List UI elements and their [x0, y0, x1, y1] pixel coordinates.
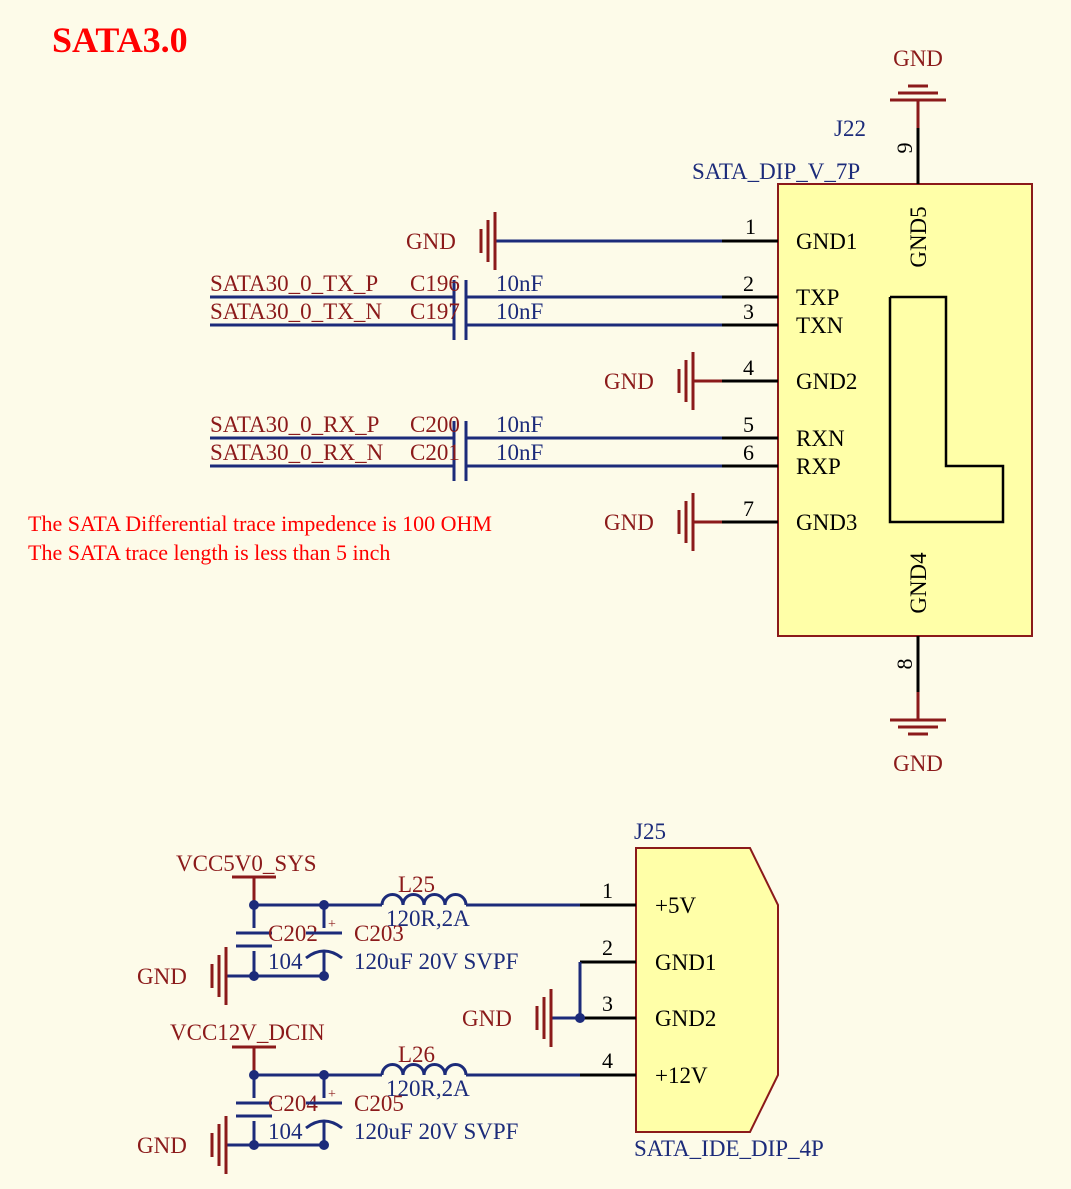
- gnd-label-pin4: GND: [604, 369, 654, 394]
- svg-text:+: +: [328, 1087, 336, 1102]
- j22-pin3-num: 3: [743, 299, 754, 324]
- note-impedance: The SATA Differential trace impedence is…: [28, 511, 492, 536]
- inductor-l25: [380, 893, 468, 906]
- j22-pin1-num: 1: [745, 214, 756, 239]
- j25-body: [635, 847, 779, 1133]
- rail-12v: VCC12V_DCIN L26 120R,2A C204 104 + C205 …: [170, 1020, 580, 1150]
- j22-pin8-num: 8: [892, 659, 917, 670]
- rail-5v: VCC5V0_SYS L25 120R,2A C202 104 + C203 1…: [176, 851, 580, 981]
- cap-value-c197: 10nF: [496, 299, 543, 324]
- gnd-symbol-pin1: GND: [406, 212, 722, 270]
- gnd-label-j22-top: GND: [893, 46, 943, 71]
- j22-pin5-num: 5: [743, 412, 754, 437]
- j22-designator: J22: [834, 116, 866, 141]
- c205-ref: C205: [354, 1091, 404, 1116]
- note-length: The SATA trace length is less than 5 inc…: [28, 540, 390, 565]
- cap-value-c196: 10nF: [496, 271, 543, 296]
- gnd-label-5v: GND: [137, 964, 187, 989]
- net-label-tx-p: SATA30_0_TX_P: [210, 271, 378, 296]
- cap-ref-c200: C200: [410, 412, 460, 437]
- c203-ref: C203: [354, 921, 404, 946]
- net-label-rx-p: SATA30_0_RX_P: [210, 412, 379, 437]
- j25-pin4-name: +12V: [655, 1063, 708, 1088]
- j25-pin3-name: GND2: [655, 1006, 716, 1031]
- vcc5-label: VCC5V0_SYS: [176, 851, 317, 876]
- cap-ref-c197: C197: [410, 299, 460, 324]
- j25-part: SATA_IDE_DIP_4P: [634, 1136, 824, 1161]
- j22-pin1-name: GND1: [796, 229, 857, 254]
- cap-ref-c196: C196: [410, 271, 460, 296]
- l25-ref: L25: [398, 872, 435, 897]
- l26-ref: L26: [398, 1042, 435, 1067]
- j25-pin2-name: GND1: [655, 950, 716, 975]
- connector-j25: J25 SATA_IDE_DIP_4P 1 2 3 4 +5V GND1 GND…: [580, 819, 824, 1161]
- signal-tx-p: SATA30_0_TX_P C196 10nF: [210, 271, 722, 340]
- j22-pin8-name: GND4: [906, 552, 931, 614]
- j22-pin9-num: 9: [892, 143, 917, 154]
- j25-pin3-num: 3: [602, 991, 613, 1016]
- signal-rx-p: SATA30_0_RX_P C200 10nF: [210, 412, 722, 481]
- cap-value-c201: 10nF: [496, 440, 543, 465]
- sheet-title: SATA3.0: [52, 20, 188, 60]
- j22-pin7-num: 7: [743, 496, 754, 521]
- j22-pin9-name: GND5: [906, 206, 931, 267]
- j25-pin2-num: 2: [602, 935, 613, 960]
- j22-body: [777, 183, 1033, 637]
- c203-value: 120uF 20V SVPF: [354, 949, 518, 974]
- gnd-symbol-j25: GND: [462, 962, 585, 1047]
- c202-value: 104: [268, 949, 303, 974]
- svg-text:+: +: [328, 917, 336, 932]
- l26-value: 120R,2A: [386, 1076, 470, 1101]
- gnd-label-j25: GND: [462, 1006, 512, 1031]
- j25-pin1-num: 1: [602, 878, 613, 903]
- gnd-label-j22-bottom: GND: [893, 751, 943, 776]
- c204-value: 104: [268, 1119, 303, 1144]
- j22-pin2-name: TXP: [796, 285, 839, 310]
- j22-pin6-num: 6: [743, 440, 754, 465]
- connector-j22: J22 SATA_DIP_V_7P 1 2 3 4 5 6 7 9 8 GND1…: [692, 116, 1033, 692]
- vcc12-label: VCC12V_DCIN: [170, 1020, 325, 1045]
- j22-pin6-name: RXP: [796, 454, 841, 479]
- gnd-symbol-12v: GND: [137, 1116, 228, 1174]
- gnd-symbol-5v: GND: [137, 947, 228, 1005]
- gnd-label-pin7: GND: [604, 510, 654, 535]
- signal-tx-n: SATA30_0_TX_N C197 10nF: [210, 299, 722, 327]
- net-label-rx-n: SATA30_0_RX_N: [210, 440, 384, 465]
- j22-pin5-name: RXN: [796, 426, 845, 451]
- j22-pin7-name: GND3: [796, 510, 857, 535]
- gnd-label-12v: GND: [137, 1133, 187, 1158]
- cap-ref-c201: C201: [410, 440, 460, 465]
- j22-pin4-num: 4: [743, 355, 754, 380]
- gnd-symbol-j22-top: GND: [890, 46, 946, 128]
- j22-pin2-num: 2: [743, 271, 754, 296]
- j25-pin1-name: +5V: [655, 893, 696, 918]
- j25-designator: J25: [634, 819, 666, 844]
- j22-key-outline: [888, 295, 1005, 524]
- j22-pin3-name: TXN: [796, 313, 844, 338]
- gnd-label-pin1: GND: [406, 229, 456, 254]
- inductor-l26: [380, 1063, 468, 1076]
- gnd-symbol-pin4: GND: [604, 352, 722, 410]
- l25-value: 120R,2A: [386, 906, 470, 931]
- j22-part: SATA_DIP_V_7P: [692, 159, 860, 184]
- cap-value-c200: 10nF: [496, 412, 543, 437]
- gnd-symbol-j22-bottom: GND: [890, 692, 946, 776]
- c205-value: 120uF 20V SVPF: [354, 1119, 518, 1144]
- j25-pin4-num: 4: [602, 1048, 613, 1073]
- net-label-tx-n: SATA30_0_TX_N: [210, 299, 382, 324]
- j22-pin4-name: GND2: [796, 369, 857, 394]
- gnd-symbol-pin7: GND: [604, 493, 722, 551]
- signal-rx-n: SATA30_0_RX_N C201 10nF: [210, 440, 722, 468]
